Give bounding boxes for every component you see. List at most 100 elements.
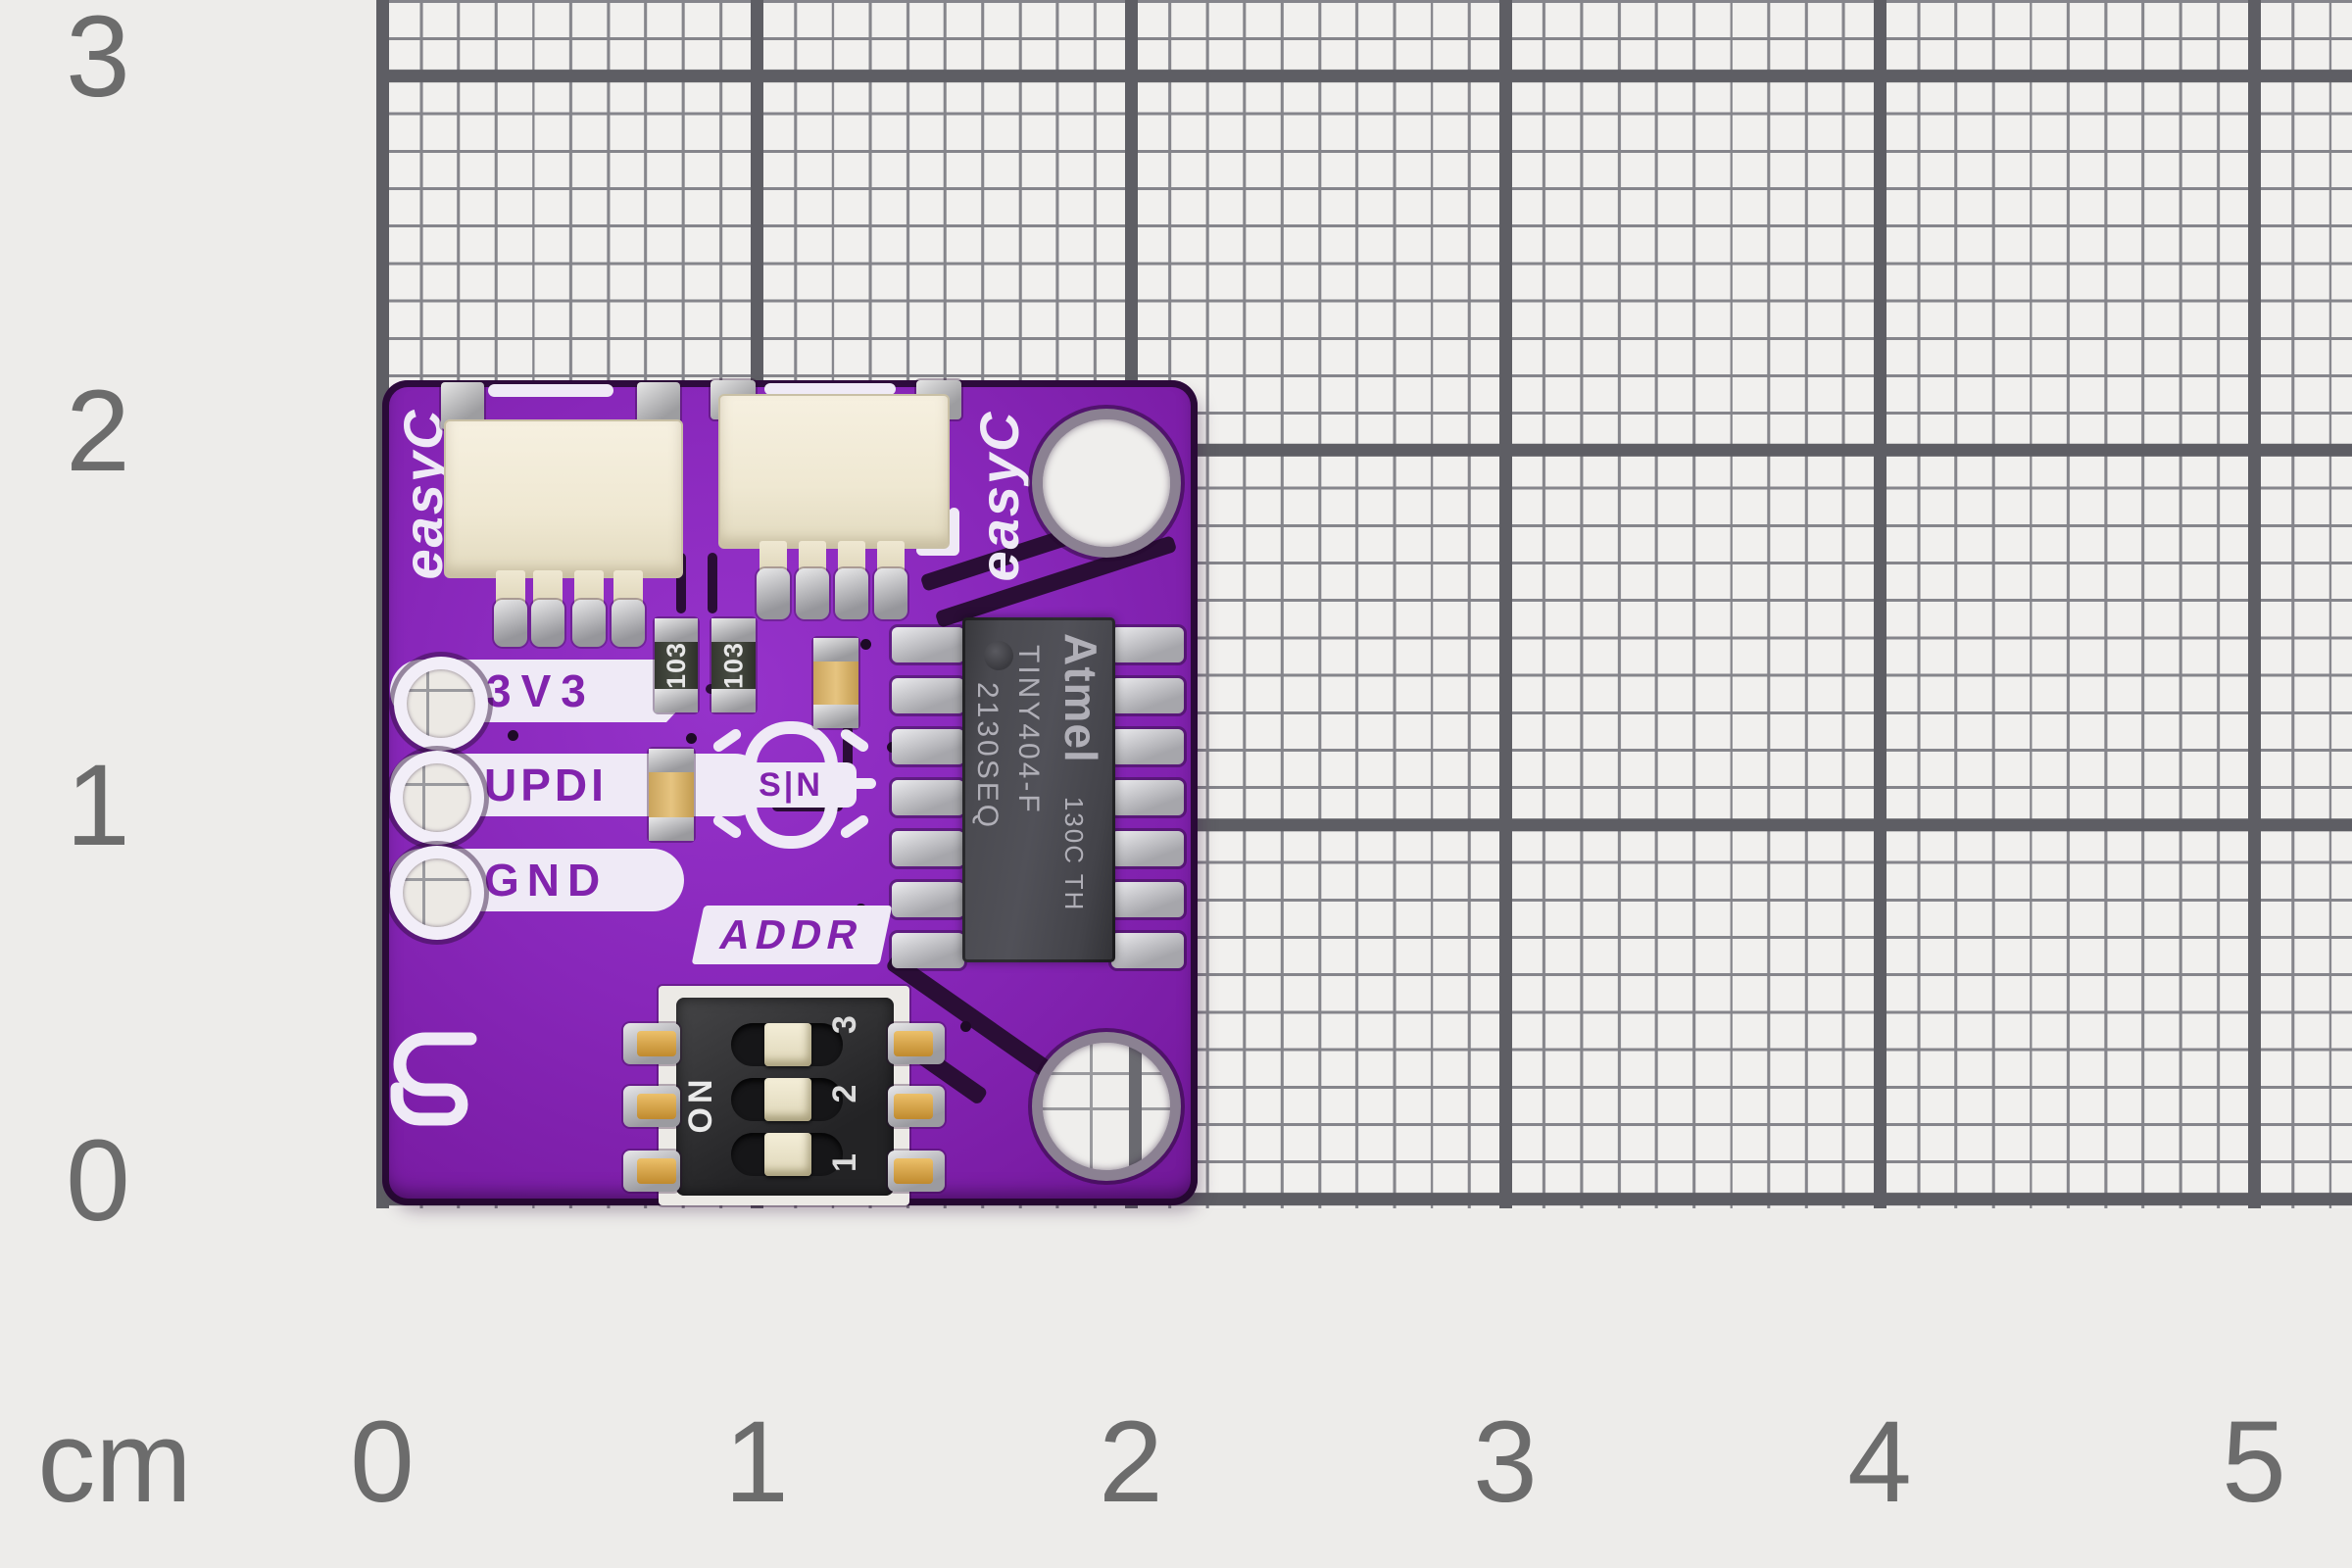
via (960, 1021, 971, 1032)
solder-cap (711, 689, 756, 712)
ic-pad (892, 882, 964, 917)
resistor-marking-text: 103 (661, 641, 691, 690)
dip-pin-gold (894, 1094, 933, 1119)
bug-logo-band: S|N (725, 762, 857, 808)
silkscreen-line (488, 384, 613, 397)
chip-brand-text: Atmel (1055, 633, 1106, 763)
solder-joint (572, 600, 606, 647)
dip-number-2: 2 (825, 1084, 863, 1103)
addr-label: ADDR (691, 906, 893, 964)
dip-number-3: 3 (825, 1015, 863, 1034)
bug-leg (838, 726, 871, 755)
via (686, 733, 697, 744)
via (508, 730, 518, 741)
dip-slider-3 (764, 1023, 811, 1066)
bug-leg (706, 778, 737, 789)
ic-pad (892, 627, 964, 662)
ruler-left-0: 0 (66, 1116, 130, 1246)
capacitor-body (813, 662, 858, 705)
solder-cap (655, 689, 698, 712)
solder-joint (531, 600, 564, 647)
ic-pad (1111, 933, 1184, 968)
capacitor (649, 749, 694, 841)
solder-joint (796, 568, 829, 619)
ruler-bottom-0: 0 (350, 1397, 415, 1527)
chip-lot-text: 130C TH (1059, 796, 1089, 912)
pin1-dimple (984, 641, 1013, 670)
dip-number-1: 1 (825, 1153, 863, 1172)
silkscreen-line (949, 508, 959, 555)
solder-cap (813, 705, 858, 728)
solder-cap (711, 618, 756, 642)
ic-pad (892, 933, 964, 968)
resistor-marking-text: 103 (718, 641, 748, 690)
pcb-trace (708, 553, 717, 613)
ruler-left-2: 2 (66, 367, 130, 496)
dip-pin-gold (637, 1158, 676, 1184)
soldered-s-logo (390, 1032, 477, 1126)
solder-joint (757, 568, 790, 619)
bug-leg (838, 812, 871, 841)
ic-pad (1111, 882, 1184, 917)
dip-on-label: ON (681, 1075, 719, 1134)
capacitor (813, 638, 858, 728)
solder-cap (649, 817, 694, 841)
dip-position-labels: 1 2 3 (825, 1009, 864, 1178)
ic-pad (1111, 678, 1184, 713)
ic-pad (1111, 831, 1184, 866)
via (860, 639, 871, 650)
ic-pad (1111, 627, 1184, 662)
dip-pin-gold (894, 1158, 933, 1184)
resistor-body: 103 (655, 642, 698, 689)
solder-cap (813, 638, 858, 662)
ruler-unit-label: cm (37, 1397, 192, 1527)
solder-cap (649, 749, 694, 772)
dip-pin-gold (637, 1094, 676, 1119)
ic-chip-attiny404 (962, 617, 1115, 962)
silkscreen-line (764, 383, 896, 395)
bug-logo: S|N (706, 721, 876, 849)
ic-pad (1111, 780, 1184, 815)
ic-pad (892, 729, 964, 764)
bug-leg (845, 778, 876, 789)
bug-logo-bottom-arc (744, 804, 838, 849)
ruler-bottom-5: 5 (2222, 1397, 2286, 1527)
chip-part-text: TINY404-F (1012, 645, 1045, 815)
resistor-103: 103 (655, 618, 698, 712)
through-hole-pad-gnd (390, 846, 484, 940)
ic-pad (892, 780, 964, 815)
ruler-bottom-2: 2 (1099, 1397, 1163, 1527)
pcb-board: easyC easyC (382, 380, 1198, 1205)
ruler-left-3: 3 (66, 0, 130, 122)
resistor-body: 103 (711, 642, 756, 689)
silkscreen-line (916, 545, 959, 556)
dip-pin-gold (894, 1031, 933, 1056)
through-hole-pad-updi (390, 751, 484, 845)
ic-pad (1111, 729, 1184, 764)
pcb-trace (676, 553, 686, 613)
ic-pad (892, 678, 964, 713)
solder-cap (655, 618, 698, 642)
easyc-connector-1 (444, 419, 683, 578)
solder-joint (835, 568, 868, 619)
resistor-103: 103 (711, 618, 756, 712)
ruler-left-1: 1 (66, 741, 130, 870)
solder-joint (494, 600, 527, 647)
bug-leg (710, 812, 744, 841)
chip-datecode-text: 2130SEQ (971, 682, 1004, 831)
bug-logo-text: S|N (759, 765, 823, 804)
through-hole-pad-3v3 (394, 657, 488, 751)
ruler-bottom-1: 1 (724, 1397, 789, 1527)
solder-joint (612, 600, 645, 647)
dip-slider-2 (764, 1078, 811, 1121)
dip-pin-gold (637, 1031, 676, 1056)
mounting-hole-bottom (1032, 1032, 1181, 1181)
capacitor-body (649, 772, 694, 817)
ruler-bottom-3: 3 (1473, 1397, 1538, 1527)
dip-slider-1 (764, 1133, 811, 1176)
bug-leg (710, 726, 744, 755)
easyc-label-right: easyC (967, 410, 1030, 582)
ic-pad (892, 831, 964, 866)
easyc-connector-2 (718, 394, 950, 549)
